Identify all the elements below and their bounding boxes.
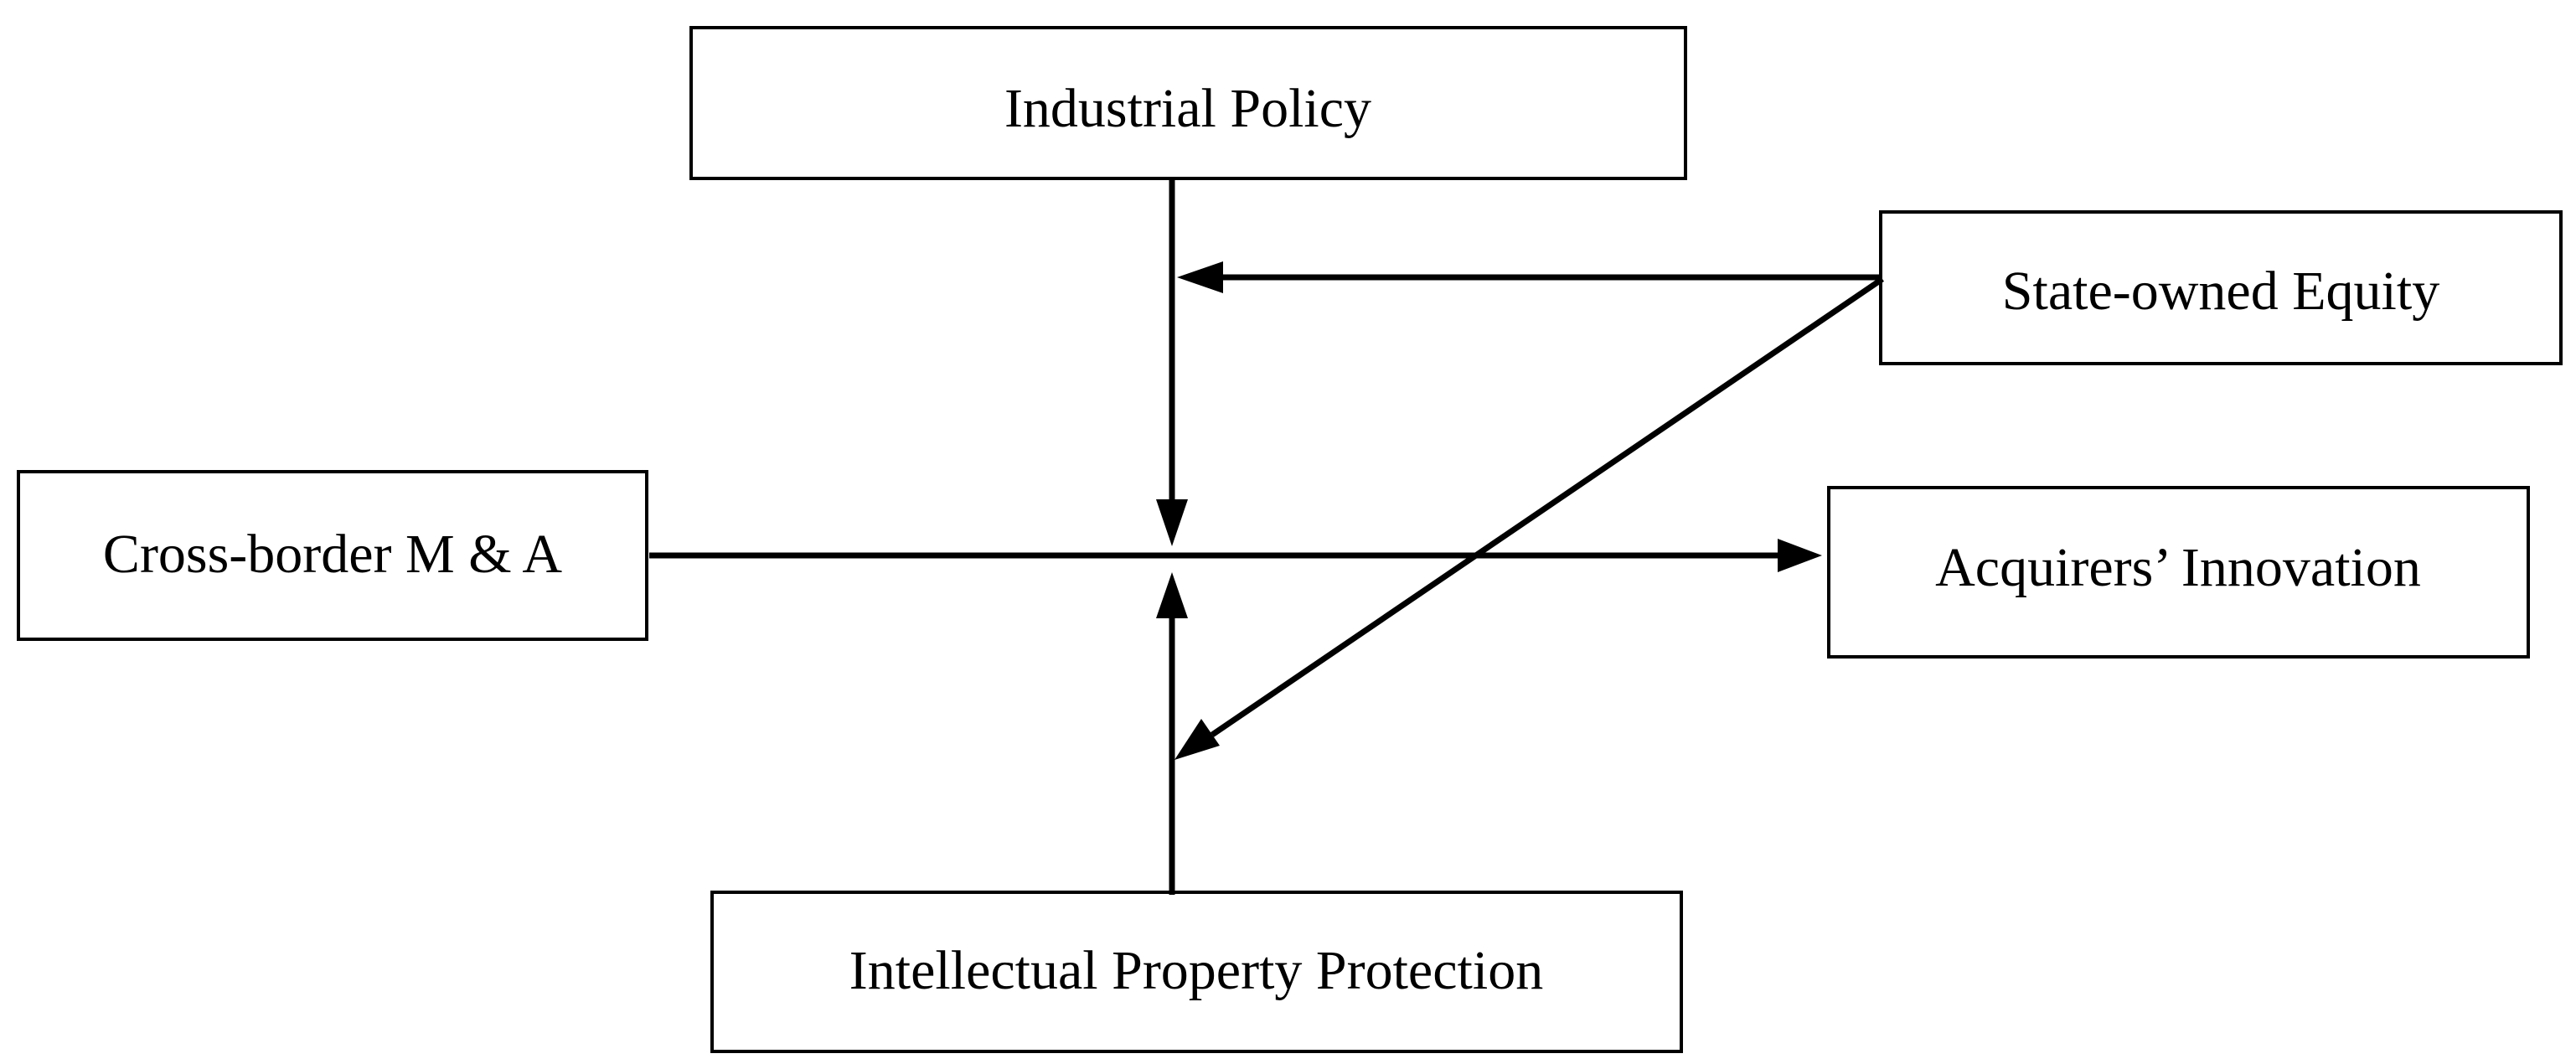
arrowhead-up xyxy=(1156,572,1188,618)
arrowhead-right xyxy=(1778,539,1822,572)
edge-soe-to-ip-protection xyxy=(1174,276,1884,760)
node-acquirers-innovation: Acquirers’ Innovation xyxy=(1827,486,2530,659)
node-ip-protection: Intellectual Property Protection xyxy=(710,891,1683,1053)
node-ip-protection-label: Intellectual Property Protection xyxy=(849,940,1543,1001)
edge-main-effect xyxy=(649,539,1822,572)
arrowhead-diagonal xyxy=(1174,719,1220,760)
arrowhead-left xyxy=(1177,261,1223,293)
node-state-owned-equity-label: State-owned Equity xyxy=(2002,261,2439,322)
node-industrial-policy: Industrial Policy xyxy=(689,26,1687,180)
arrowhead-down xyxy=(1156,499,1188,546)
edge-ip-protection-moderation xyxy=(1156,572,1188,895)
node-state-owned-equity: State-owned Equity xyxy=(1879,210,2563,365)
node-cross-border-ma-label: Cross-border M & A xyxy=(103,524,562,585)
edge-industrial-policy-moderation xyxy=(1156,178,1188,546)
edge-soe-to-industrial-policy xyxy=(1177,261,1882,293)
node-cross-border-ma: Cross-border M & A xyxy=(17,470,648,641)
node-industrial-policy-label: Industrial Policy xyxy=(1004,78,1371,139)
node-acquirers-innovation-label: Acquirers’ Innovation xyxy=(1935,537,2421,598)
